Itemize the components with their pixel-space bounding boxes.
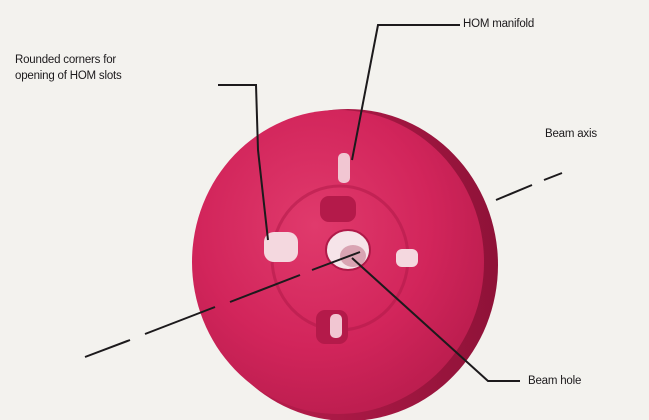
label-hom-manifold: HOM manifold <box>463 16 534 32</box>
label-beam-hole: Beam hole <box>528 373 581 389</box>
beam-hole-shadow <box>340 245 366 267</box>
hom-slot-top-inner <box>338 153 350 183</box>
hom-slot-top <box>320 196 356 222</box>
label-rounded-corners-line2: opening of HOM slots <box>15 68 122 84</box>
hom-slot-bottom-inner <box>330 314 342 338</box>
hom-slot-left <box>264 232 298 262</box>
label-beam-axis: Beam axis <box>545 126 597 142</box>
hom-slot-right <box>396 249 418 267</box>
label-rounded-corners-line1: Rounded corners for <box>15 52 122 68</box>
label-rounded-corners: Rounded corners for opening of HOM slots <box>15 52 122 84</box>
